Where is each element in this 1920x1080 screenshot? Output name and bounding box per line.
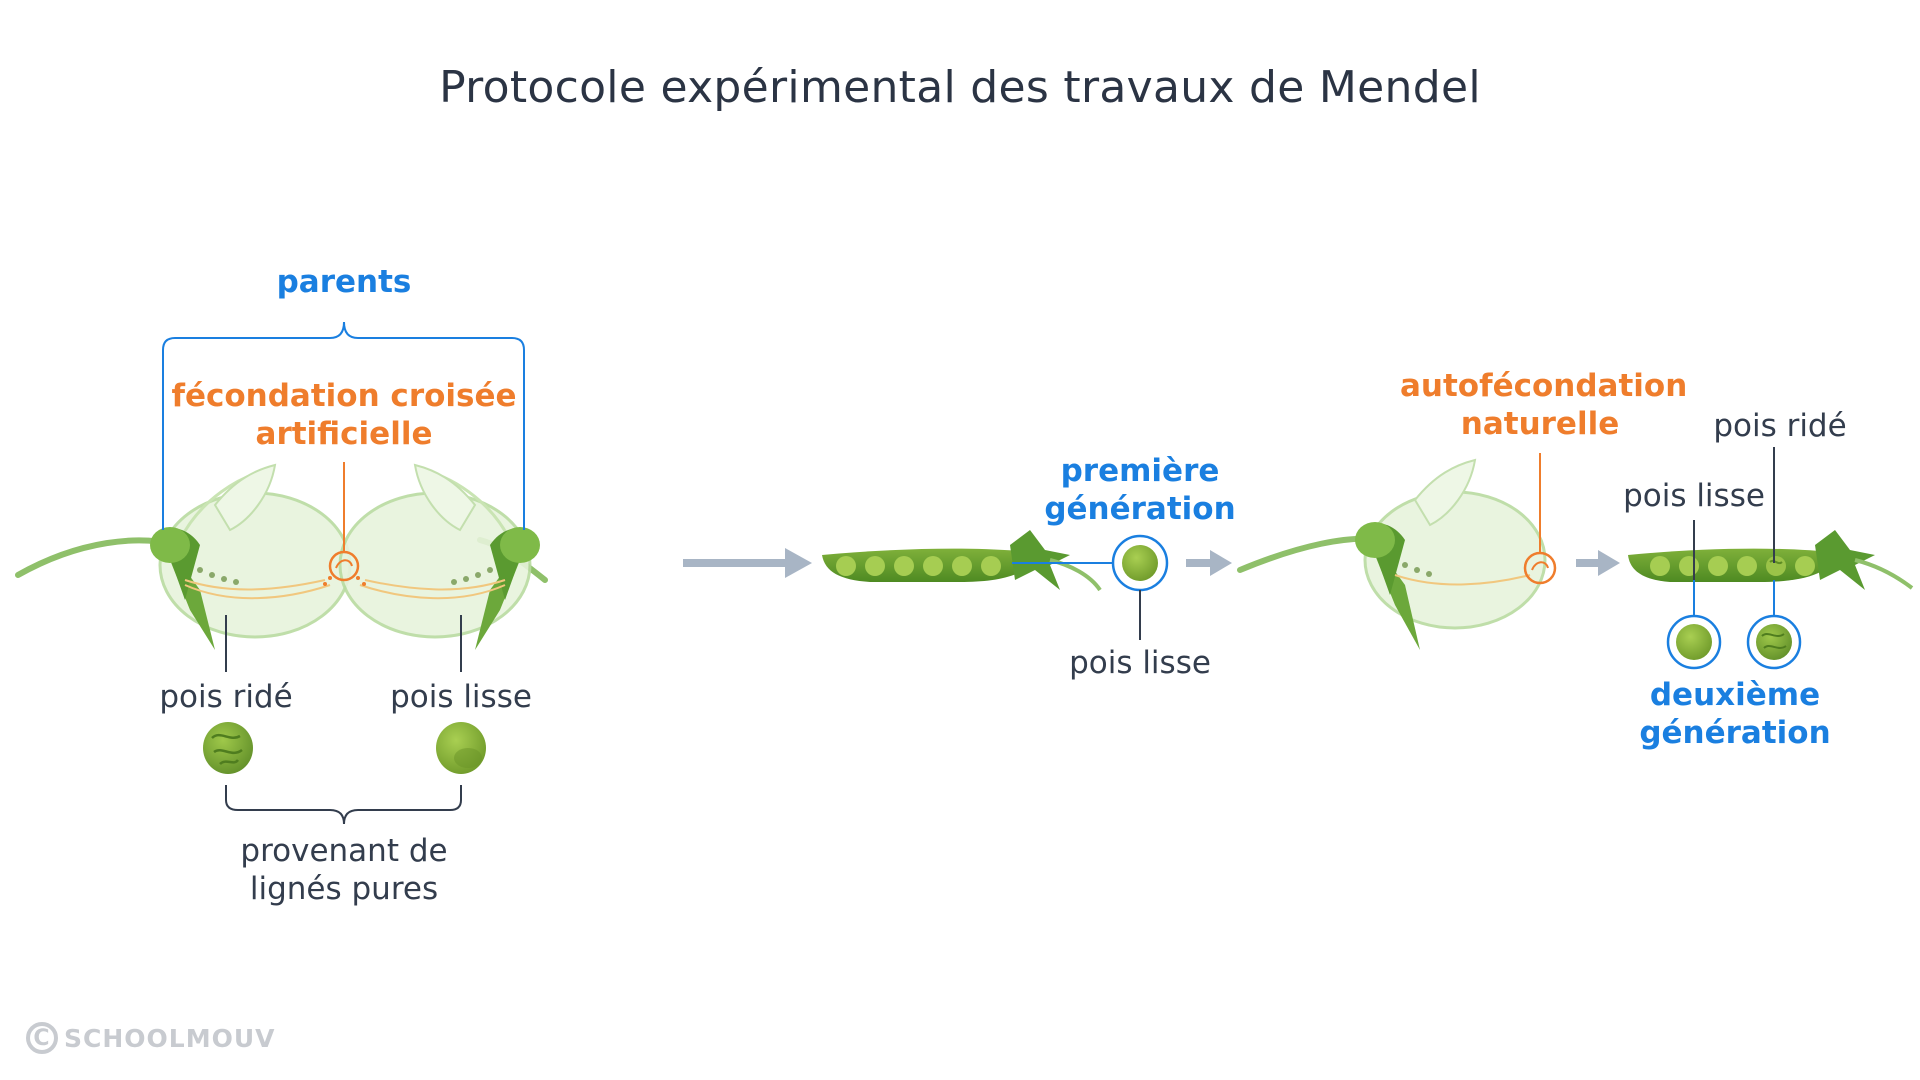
wrinkled-pea-parent: [203, 722, 253, 774]
smooth-pea-parent: [436, 722, 486, 774]
label-smooth-pea-f1: pois lisse: [1069, 645, 1211, 681]
pea-f2-smooth: [1666, 614, 1722, 670]
label-second-generation-2: génération: [1639, 715, 1831, 751]
arrow-3: [1576, 550, 1620, 576]
pure-lines-bracket: [225, 785, 462, 825]
label-pure-lines-2: lignés pures: [249, 871, 439, 907]
label-smooth-pea-f2: pois lisse: [1623, 478, 1765, 514]
diagram-title: Protocole expérimental des travaux de Me…: [439, 62, 1481, 113]
arrow-2: [1186, 550, 1232, 576]
flower-left: [15, 463, 352, 650]
pea-f1: [1111, 534, 1169, 592]
label-pure-lines-1: provenant de: [240, 833, 448, 869]
flower-right: [338, 463, 548, 650]
arrow-1: [683, 548, 812, 578]
label-smooth-pea-left: pois lisse: [390, 679, 532, 715]
self-fertilization-marker: [1523, 453, 1557, 585]
label-first-generation-2: génération: [1044, 491, 1236, 527]
label-first-generation-1: première: [1060, 453, 1220, 489]
flower-f1: [1237, 458, 1547, 650]
watermark: C SCHOOLMOUV: [26, 1022, 276, 1054]
label-wrinkled-pea-f2: pois ridé: [1713, 408, 1847, 444]
label-cross-fertilization-2: artificielle: [255, 416, 433, 452]
label-wrinkled-pea-left: pois ridé: [159, 679, 293, 715]
cross-fertilization-marker: [323, 462, 366, 586]
pod-f1: [822, 530, 1102, 592]
label-cross-fertilization-1: fécondation croisée: [171, 378, 517, 414]
label-parents: parents: [276, 264, 412, 300]
label-self-fertilization-1: autofécondation: [1400, 368, 1688, 404]
copyright-icon: C: [26, 1022, 58, 1054]
label-self-fertilization-2: naturelle: [1460, 406, 1620, 442]
parents-bracket: [162, 321, 525, 530]
pod-f2: [1628, 530, 1914, 590]
watermark-brand: SCHOOLMOUV: [64, 1023, 276, 1053]
label-second-generation-1: deuxième: [1649, 677, 1821, 713]
pea-f2-wrinkled: [1746, 614, 1802, 670]
